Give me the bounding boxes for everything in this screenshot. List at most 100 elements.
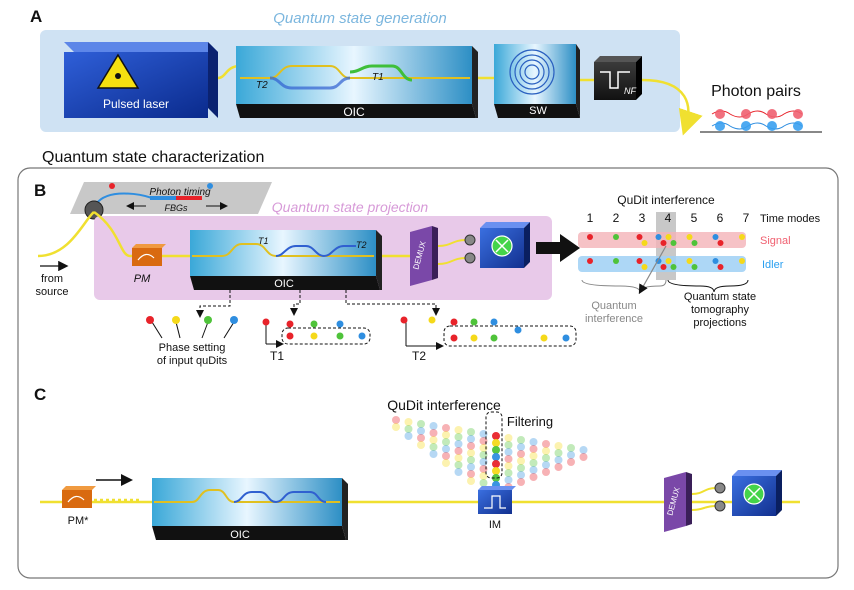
interference-dot	[479, 479, 488, 487]
interference-dot	[417, 427, 425, 435]
time-mode-number: 5	[691, 211, 698, 225]
qudit-title-b: QuDit interference	[617, 193, 715, 207]
interference-dot	[567, 451, 575, 459]
interference-dot	[429, 450, 438, 458]
interference-dot	[554, 442, 563, 450]
filtering-label: Filtering	[507, 414, 553, 429]
oic-c-label: OIC	[230, 529, 250, 541]
photon-timing-label: Photon timing	[149, 187, 211, 198]
interference-dot	[492, 467, 500, 475]
interference-dot	[542, 461, 550, 469]
laser-warning-icon	[96, 53, 140, 89]
interference-dot	[429, 429, 438, 437]
interference-dot	[517, 457, 525, 465]
tomography-l2: tomography	[691, 304, 750, 316]
idler-label: Idler	[762, 259, 784, 271]
qudit-dot	[660, 240, 667, 246]
interference-dot	[517, 443, 525, 451]
sw-label: SW	[529, 105, 547, 117]
interference-dot	[517, 450, 525, 458]
oic-chip-b: T1 T2 OIC	[190, 230, 382, 290]
interference-dot	[542, 454, 550, 462]
tomography-l3: projections	[693, 317, 747, 329]
interference-dot	[454, 454, 463, 462]
characterization-frame	[17, 167, 839, 579]
interference-dot	[504, 469, 513, 477]
interference-dot	[479, 458, 488, 466]
qudit-dot	[686, 234, 693, 240]
laser-label: Pulsed laser	[103, 97, 169, 111]
qudit-dot	[691, 240, 698, 246]
time-mode-number: 2	[613, 211, 620, 225]
interference-dot	[417, 420, 425, 428]
dashed-arrow-t1	[290, 290, 301, 316]
interference-dot	[429, 422, 438, 430]
phase-setting-sketch	[146, 316, 238, 339]
interference-dot	[529, 438, 538, 446]
interference-dot	[517, 436, 525, 444]
qudit-dot	[739, 258, 745, 264]
signal-band	[578, 232, 746, 248]
spiral-waveguide: SW	[494, 44, 580, 118]
detector-b	[480, 222, 530, 268]
fbgs-label: FBGs	[164, 203, 188, 213]
interference-dot	[504, 434, 513, 442]
oic-b-t1: T1	[258, 236, 269, 246]
qudit-dot	[641, 264, 648, 270]
phase-modulator-c: PM*	[62, 486, 96, 527]
section-title: Quantum state characterization	[42, 149, 264, 166]
interference-dot	[442, 452, 450, 460]
qudit-dot	[660, 264, 667, 270]
tomography-bracket	[667, 279, 749, 293]
interference-dot	[542, 468, 550, 476]
interference-dot	[492, 453, 500, 461]
qudit-dot	[686, 258, 693, 264]
interference-dot	[467, 435, 475, 443]
qudit-dot	[636, 258, 643, 264]
photon-pairs-sketch	[700, 109, 822, 133]
time-mode-number: 7	[743, 211, 750, 225]
interference-dot	[492, 460, 500, 468]
qudit-dot	[712, 234, 719, 240]
photon-timing-box: Photon timing FBGs	[70, 182, 272, 220]
interference-dot	[467, 428, 475, 436]
projection-title: Quantum state projection	[272, 199, 429, 215]
pulsed-laser: Pulsed laser	[64, 42, 218, 118]
interference-dot	[454, 426, 463, 434]
t2-label: T2	[412, 349, 426, 363]
interference-dot	[404, 425, 413, 433]
oic-chip-c: OIC	[152, 478, 348, 541]
qudit-dot	[717, 240, 724, 246]
interference-dot	[567, 444, 575, 452]
t2-sketch	[400, 316, 577, 350]
interference-dot	[442, 438, 450, 446]
qudit-dot	[613, 258, 619, 264]
notch-filter: NF	[594, 56, 642, 100]
interference-dot	[504, 441, 513, 449]
interference-dot	[429, 436, 438, 444]
interference-dot	[517, 471, 525, 479]
interference-dot	[504, 462, 513, 470]
interference-dot	[442, 431, 450, 439]
interference-dot	[442, 459, 450, 467]
qudit-dot	[712, 258, 719, 264]
im-label: IM	[489, 519, 501, 531]
fiber-out	[641, 78, 703, 136]
interference-dot	[554, 463, 563, 471]
nf-label: NF	[624, 86, 636, 96]
pm-label: PM	[134, 273, 151, 285]
generation-title: Quantum state generation	[273, 10, 446, 27]
photon-pairs-label: Photon pairs	[711, 83, 801, 100]
phase-modulator-b: PM	[132, 244, 166, 285]
filter-window	[485, 411, 503, 479]
interference-dot	[529, 452, 538, 460]
panel-c-letter: C	[34, 385, 46, 404]
interference-dot	[504, 455, 513, 463]
interference-fan	[392, 416, 588, 496]
interference-dot	[554, 456, 563, 464]
interference-dot	[504, 476, 513, 484]
signal-label: Signal	[760, 235, 791, 247]
idler-band	[578, 256, 746, 272]
oic-a-label: OIC	[343, 105, 365, 119]
